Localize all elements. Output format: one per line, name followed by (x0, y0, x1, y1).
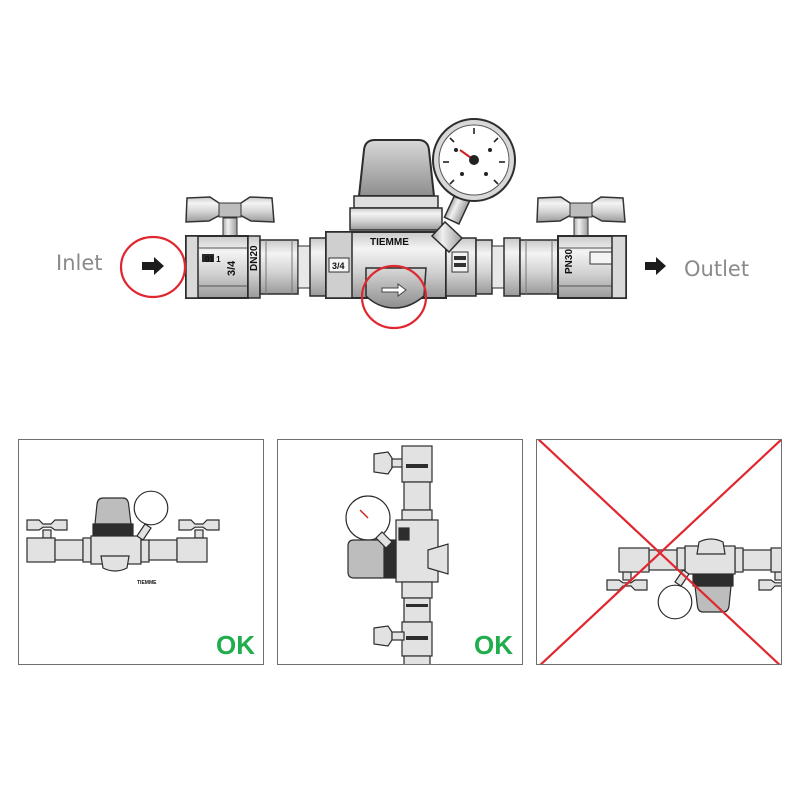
pn-label: PN30 (564, 249, 575, 274)
left-size-label: 3/4 (226, 260, 238, 276)
right-ball-valve: PN30 (536, 196, 627, 299)
flow-arrow-callout-circle (360, 264, 428, 330)
ok-label-vertical: OK (474, 630, 513, 660)
body-size-label: 3/4 (332, 261, 345, 271)
left-ball-valve: 01 1 3/4 DN20 (185, 196, 275, 299)
right-union (475, 237, 559, 297)
inlet-label: Inlet (56, 251, 103, 275)
brand-label: TIEMME (370, 237, 409, 248)
orientation-panel-horizontal: TIEMME OK (18, 439, 264, 665)
valve-assembly-diagram: 01 1 3/4 DN20 3/4 TIEMME (119, 118, 666, 330)
pressure-reducer-body: 3/4 TIEMME (325, 139, 477, 309)
left-union (259, 237, 327, 297)
horizontal-assembly-thumbnail: TIEMME (26, 490, 220, 586)
vertical-assembly-thumbnail (345, 445, 449, 664)
orientation-panel-upside-down (536, 439, 782, 665)
wrong-cross-icon (537, 440, 781, 664)
outlet-label: Outlet (684, 257, 750, 281)
inlet-callout-circle (119, 235, 187, 299)
dn-label: DN20 (249, 245, 260, 271)
ok-label-horizontal: OK (216, 630, 255, 660)
pressure-gauge (430, 118, 516, 254)
orientation-panel-vertical: OK (277, 439, 523, 665)
inlet-arrow-icon (142, 257, 164, 275)
svg-text:01 1: 01 1 (205, 255, 221, 264)
upside-down-assembly-thumbnail (537, 440, 781, 664)
outlet-arrow-icon (645, 257, 666, 275)
thumb1-brand-label: TIEMME (137, 580, 157, 586)
